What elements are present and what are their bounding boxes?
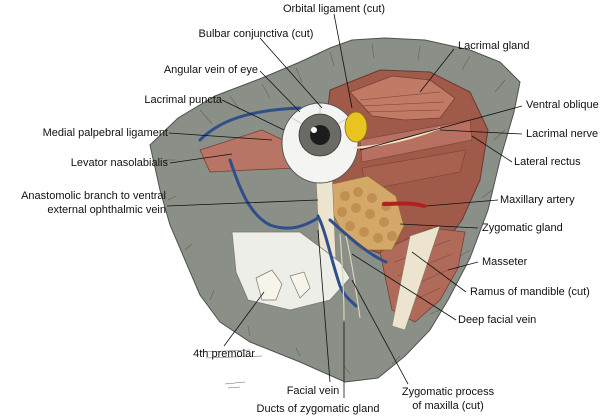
label-zygomatic-process-1: Zygomatic process	[402, 386, 495, 398]
labels: Orbital ligament (cut) Bulbar conjunctiv…	[21, 3, 599, 415]
maxillary-artery-vessel	[382, 201, 426, 208]
label-anastomotic-branch-2: external ophthalmic vein	[47, 204, 166, 216]
leader-lines	[166, 13, 523, 398]
label-orbital-ligament: Orbital ligament (cut)	[283, 3, 385, 15]
zygomatic-ducts	[339, 233, 361, 321]
label-deep-facial-vein: Deep facial vein	[458, 314, 536, 326]
label-zygomatic-process-2: of maxilla (cut)	[412, 400, 484, 412]
lacrimal-gland-fibers	[359, 91, 445, 113]
premolar-tooth-2	[289, 271, 311, 299]
label-ducts-zygomatic-gland: Ducts of zygomatic gland	[257, 403, 380, 415]
label-ramus-of-mandible: Ramus of mandible (cut)	[470, 286, 590, 298]
zygomatic-gland-lobules	[337, 187, 397, 243]
label-ventral-oblique: Ventral oblique	[526, 99, 599, 111]
lacrimal-nerve-fiber	[353, 127, 441, 149]
ground-hatching	[199, 349, 263, 389]
label-lacrimal-nerve: Lacrimal nerve	[526, 128, 598, 140]
label-angular-vein: Angular vein of eye	[164, 64, 258, 76]
eyeball	[281, 102, 359, 184]
label-medial-palpebral-ligament: Medial palpebral ligament	[43, 127, 168, 139]
label-bulbar-conjunctiva: Bulbar conjunctiva (cut)	[199, 28, 314, 40]
label-levator-nasolabialis: Levator nasolabialis	[71, 157, 169, 169]
label-lacrimal-puncta: Lacrimal puncta	[144, 94, 223, 106]
label-lateral-rectus: Lateral rectus	[514, 156, 581, 168]
veins	[198, 106, 388, 308]
label-lacrimal-gland: Lacrimal gland	[458, 40, 530, 52]
lacrimal-gland-shape	[349, 75, 456, 121]
lacrimal-gland-yellow	[344, 111, 368, 143]
label-anastomotic-branch-1: Anastomolic branch to ventral	[21, 190, 166, 202]
illustration	[149, 37, 521, 389]
label-masseter: Masseter	[482, 256, 528, 268]
label-zygomatic-gland: Zygomatic gland	[482, 222, 563, 234]
label-maxillary-artery: Maxillary artery	[500, 194, 575, 206]
ramus-of-mandible	[391, 225, 441, 331]
fur-texture	[165, 43, 506, 375]
label-facial-vein: Facial vein	[287, 385, 340, 397]
label-4th-premolar: 4th premolar	[193, 348, 255, 360]
